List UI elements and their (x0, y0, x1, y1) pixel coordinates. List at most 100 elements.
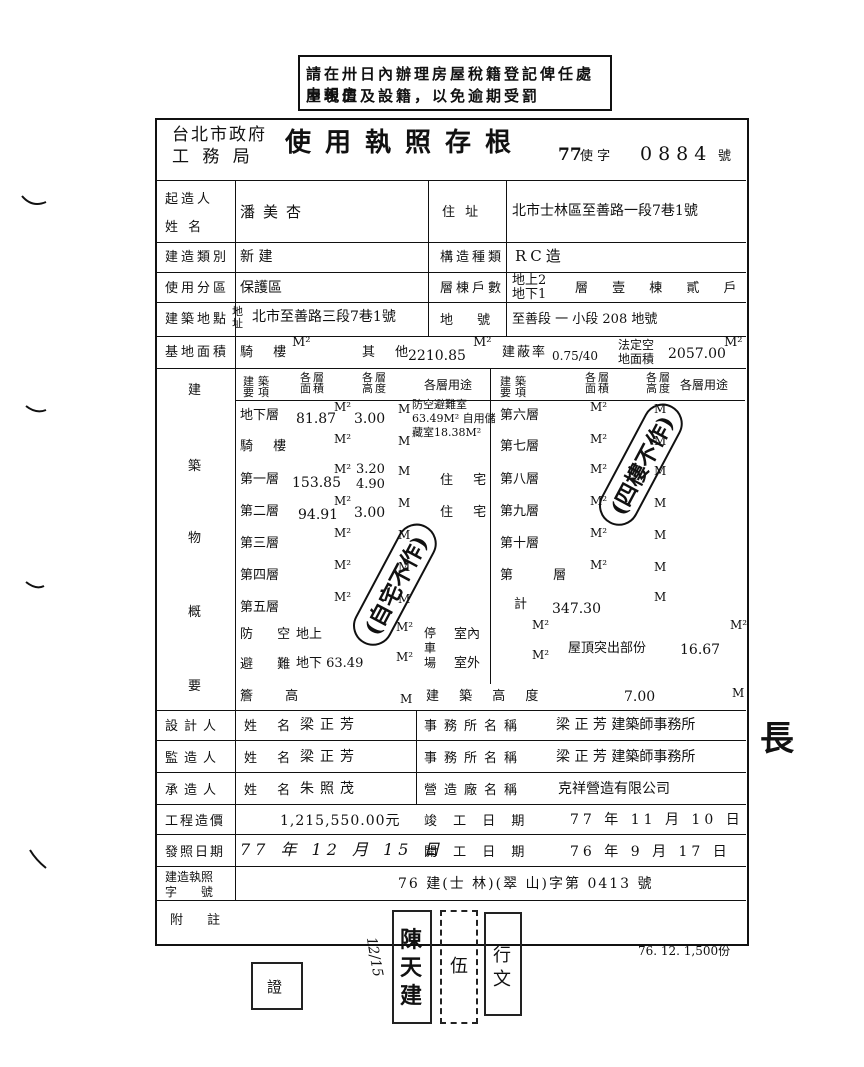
row-b1-area: 81.87 (296, 411, 337, 427)
build-type-label: 建造類別 (165, 250, 230, 265)
chief-seal-1: 陳天建 (392, 910, 432, 1024)
designer-name: 梁正芳 (300, 717, 360, 733)
unit-m-r: M (654, 528, 667, 542)
bheight-unit: M (732, 686, 745, 700)
ratio-value: 0.75/40 (552, 349, 599, 363)
legal-value: 2057.00 (668, 346, 726, 362)
row-b1-use: 防空避難室63.49M² 自用儲藏室18.38M² (412, 398, 496, 439)
unit-m-r: M (654, 434, 667, 448)
site-label: 建築地點 (165, 312, 230, 327)
row-2f-use: 住 宅 (440, 505, 495, 520)
unit-m-r: M (654, 464, 667, 478)
print-info: 76. 12. 1,500份 (638, 944, 731, 958)
year-prefix: 77 (558, 145, 582, 165)
unit-m2-r: M² (590, 432, 608, 446)
unit-m2-r: M² (590, 558, 608, 572)
col-header-item: 建築要項 (243, 375, 273, 399)
shelter-below: 地下 63.49 (296, 656, 364, 671)
site-addr-value: 北市至善路三段7巷1號 (252, 309, 396, 325)
address-value: 北市士林區至善路一段7巷1號 (512, 203, 698, 219)
floors-tail: 層 壹 棟 貳 戶 (575, 281, 747, 296)
total-value: 347.30 (552, 601, 601, 617)
supervisor-office: 梁 正 芳 建築師事務所 (556, 749, 696, 765)
unit-m2: M² (334, 432, 352, 446)
unit-m-r: M (654, 590, 667, 604)
building-side-3: 物 (188, 531, 202, 546)
legal-unit: M² (724, 335, 743, 350)
designer-label: 設計人 (165, 719, 223, 734)
eave-unit: M (400, 692, 413, 706)
col-header-use: 各層用途 (424, 378, 473, 392)
cost-value: 1,215,550.00元 (280, 813, 401, 829)
site-addr-label: 地址 (232, 305, 243, 330)
unit-m2-r: M² (590, 400, 608, 414)
shelter-above: 地上 (296, 627, 323, 642)
designer-office: 梁 正 芳 建築師事務所 (556, 717, 696, 733)
supervisor-name-label: 姓 名 (244, 751, 299, 766)
row-1f-height: 3.20 4.90 (356, 462, 385, 492)
unit-m: M (398, 464, 411, 478)
building-side-5: 要 (188, 679, 202, 694)
row-1f-use: 住 宅 (440, 473, 495, 488)
other-unit: M² (473, 335, 492, 350)
floors-above: 地上2 (512, 273, 547, 288)
row-4f-name: 第四層 (240, 568, 280, 583)
note-label: 附 註 (170, 913, 231, 928)
row-b1-name: 地下層 (240, 408, 280, 423)
arcade-label: 騎 樓 (240, 345, 295, 360)
col-header-height-r: 各層高度 (646, 371, 672, 395)
bheight-value: 7.00 (624, 689, 656, 705)
shelter-unit-1: M² (396, 620, 414, 634)
seal-right: 行文 (484, 912, 522, 1016)
legal-label-1: 法定空 (618, 338, 655, 352)
unit-m2-r: M² (590, 494, 608, 508)
roof-value: 16.67 (680, 642, 721, 658)
unit-m2: M² (334, 590, 352, 604)
floors-below: 地下1 (512, 287, 547, 302)
issue-value: 77 年 12 月 15 日 (240, 840, 445, 859)
unit-m: M (398, 592, 411, 606)
seal-left: 證 (251, 962, 303, 1010)
unit-m: M (398, 402, 411, 416)
shelter-label: 防 空 (240, 627, 301, 642)
ratio-label: 建蔽率 (502, 345, 548, 360)
row-1f-area: 153.85 (292, 475, 341, 491)
page-title: 使用執照存根 (285, 128, 526, 158)
floors-label: 層棟戶數 (440, 281, 505, 296)
issue-label: 發照日期 (165, 845, 226, 860)
parking-unit-1: M² (532, 618, 550, 632)
start-value: 76 年 9 月 17 日 (570, 844, 731, 860)
row-6f-name: 第六層 (500, 408, 540, 423)
shelter-sub: 避 難 (240, 657, 301, 672)
unit-m: M (398, 496, 411, 510)
shelter-unit-2: M² (396, 650, 414, 664)
notice-line-2: 屋現值及設籍，以免逾期受罰 (306, 87, 541, 105)
unit-m2: M² (334, 558, 352, 572)
unit-m2: M² (334, 494, 352, 508)
col-header-use-r: 各層用途 (680, 378, 729, 392)
row-3f-name: 第三層 (240, 536, 280, 551)
zone-value: 保護區 (240, 280, 282, 296)
supervisor-office-label: 事務所名稱 (424, 751, 525, 766)
supervisor-name: 梁正芳 (300, 749, 360, 765)
zone-label: 使用分區 (165, 281, 230, 296)
structure-value: RC造 (515, 247, 565, 265)
char-label: 使 字 (580, 149, 611, 164)
permit-value: 76 建(士 林)(翠 山)字第 0413 號 (398, 876, 654, 892)
parking-out: 室外 (454, 656, 481, 671)
cost-label: 工程造價 (165, 814, 226, 829)
permit-number: 0884 (640, 143, 713, 165)
org-line-2: 工 務 局 (172, 147, 254, 167)
row-1f-name: 第一層 (240, 472, 280, 487)
seal-mid-text: 伍 (450, 956, 468, 977)
structure-label: 構造種類 (440, 250, 505, 265)
org-line-1: 台北市政府 (172, 125, 267, 145)
seal-mid: 伍 (440, 910, 478, 1024)
parking-unit-2: M² (532, 648, 550, 662)
parking-label: 停車場 (424, 626, 437, 670)
unit-m-r: M (654, 560, 667, 574)
other-label: 其 他 (362, 345, 417, 360)
roof-unit: M² (730, 618, 748, 632)
permit-label-1: 建造執照 (165, 870, 214, 884)
row-b1-height: 3.00 (354, 411, 386, 427)
